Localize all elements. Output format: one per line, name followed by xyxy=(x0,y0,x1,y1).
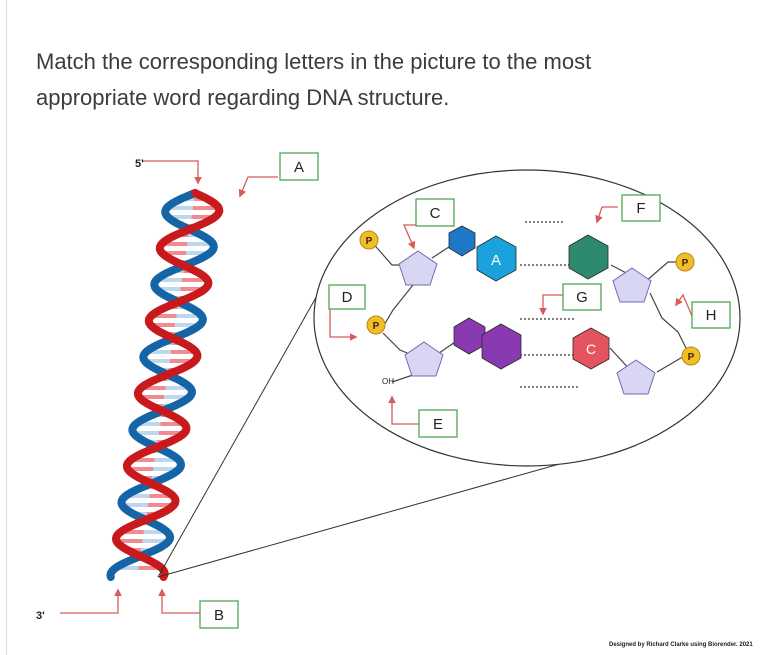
base-hexagon-purple xyxy=(453,317,486,355)
base-letter-adenine: A xyxy=(491,252,501,269)
zoom-line-top xyxy=(157,261,337,578)
phosphate-circle xyxy=(366,315,386,335)
label-box-E xyxy=(418,409,458,438)
pointer-E xyxy=(388,395,420,425)
question-line-2: appropriate word regarding DNA structure… xyxy=(36,85,450,110)
phosphate-circle xyxy=(675,252,695,272)
label-box-C xyxy=(415,198,455,227)
hydrogen-bonds xyxy=(520,221,580,388)
label-box-F xyxy=(621,194,661,222)
label-D: D xyxy=(342,289,353,306)
five-prime-label: 5' xyxy=(135,158,144,170)
phosphate-letter: P xyxy=(682,258,689,269)
strand-red xyxy=(111,189,224,581)
sugar-pentagon xyxy=(616,359,656,395)
base-hexagon-cytosine xyxy=(572,327,610,370)
sugars xyxy=(398,250,656,395)
label-G: G xyxy=(576,289,588,306)
pointer-arrows xyxy=(60,160,693,614)
pointer-H xyxy=(675,293,693,317)
bases xyxy=(448,225,610,370)
zoom-line-bottom xyxy=(157,462,564,578)
question-line-1: Match the corresponding letters in the p… xyxy=(36,49,592,74)
label-box-A xyxy=(279,152,319,181)
sugar-pentagon xyxy=(398,250,438,286)
phosphate-circle xyxy=(681,346,701,366)
pointer-F xyxy=(595,206,618,224)
label-box-B xyxy=(199,600,239,629)
base-hexagon-teal xyxy=(568,234,609,280)
pointer-A xyxy=(238,176,278,198)
label-boxes xyxy=(199,152,731,629)
base-letter-cytosine: C xyxy=(586,341,596,357)
double-helix xyxy=(106,189,224,581)
pointer-B xyxy=(158,588,200,614)
base-hexagon-blue xyxy=(448,225,476,257)
label-A: A xyxy=(294,159,304,176)
base-hexagon-adenine xyxy=(476,235,517,282)
page-left-border xyxy=(6,0,7,655)
phosphate-letter: P xyxy=(366,236,373,247)
pointer-five-prime xyxy=(143,160,202,185)
hydroxyl-label: OH xyxy=(382,377,394,386)
base-hexagon-purple xyxy=(481,323,522,370)
label-box-G xyxy=(562,283,602,311)
phosphates xyxy=(359,230,701,366)
phosphate-letter: P xyxy=(688,352,695,363)
question-text: Match the corresponding letters in the p… xyxy=(36,44,736,116)
phosphate-letter: P xyxy=(373,321,380,332)
label-F: F xyxy=(636,200,645,217)
label-box-D xyxy=(328,284,366,310)
sugar-pentagon xyxy=(404,341,444,377)
pointer-three-prime xyxy=(60,588,122,614)
label-C: C xyxy=(430,205,441,222)
label-box-H xyxy=(691,301,731,329)
credit-text: Designed by Richard Clarke using Biorend… xyxy=(609,642,753,648)
label-E: E xyxy=(433,416,443,433)
pointer-C xyxy=(403,224,418,250)
three-prime-label: 3' xyxy=(36,610,45,622)
label-B: B xyxy=(214,607,224,624)
sugar-pentagon xyxy=(612,267,652,303)
phosphate-circle xyxy=(359,230,379,250)
strand-blue xyxy=(106,189,218,581)
pointer-G xyxy=(539,294,563,316)
label-H: H xyxy=(706,307,717,324)
